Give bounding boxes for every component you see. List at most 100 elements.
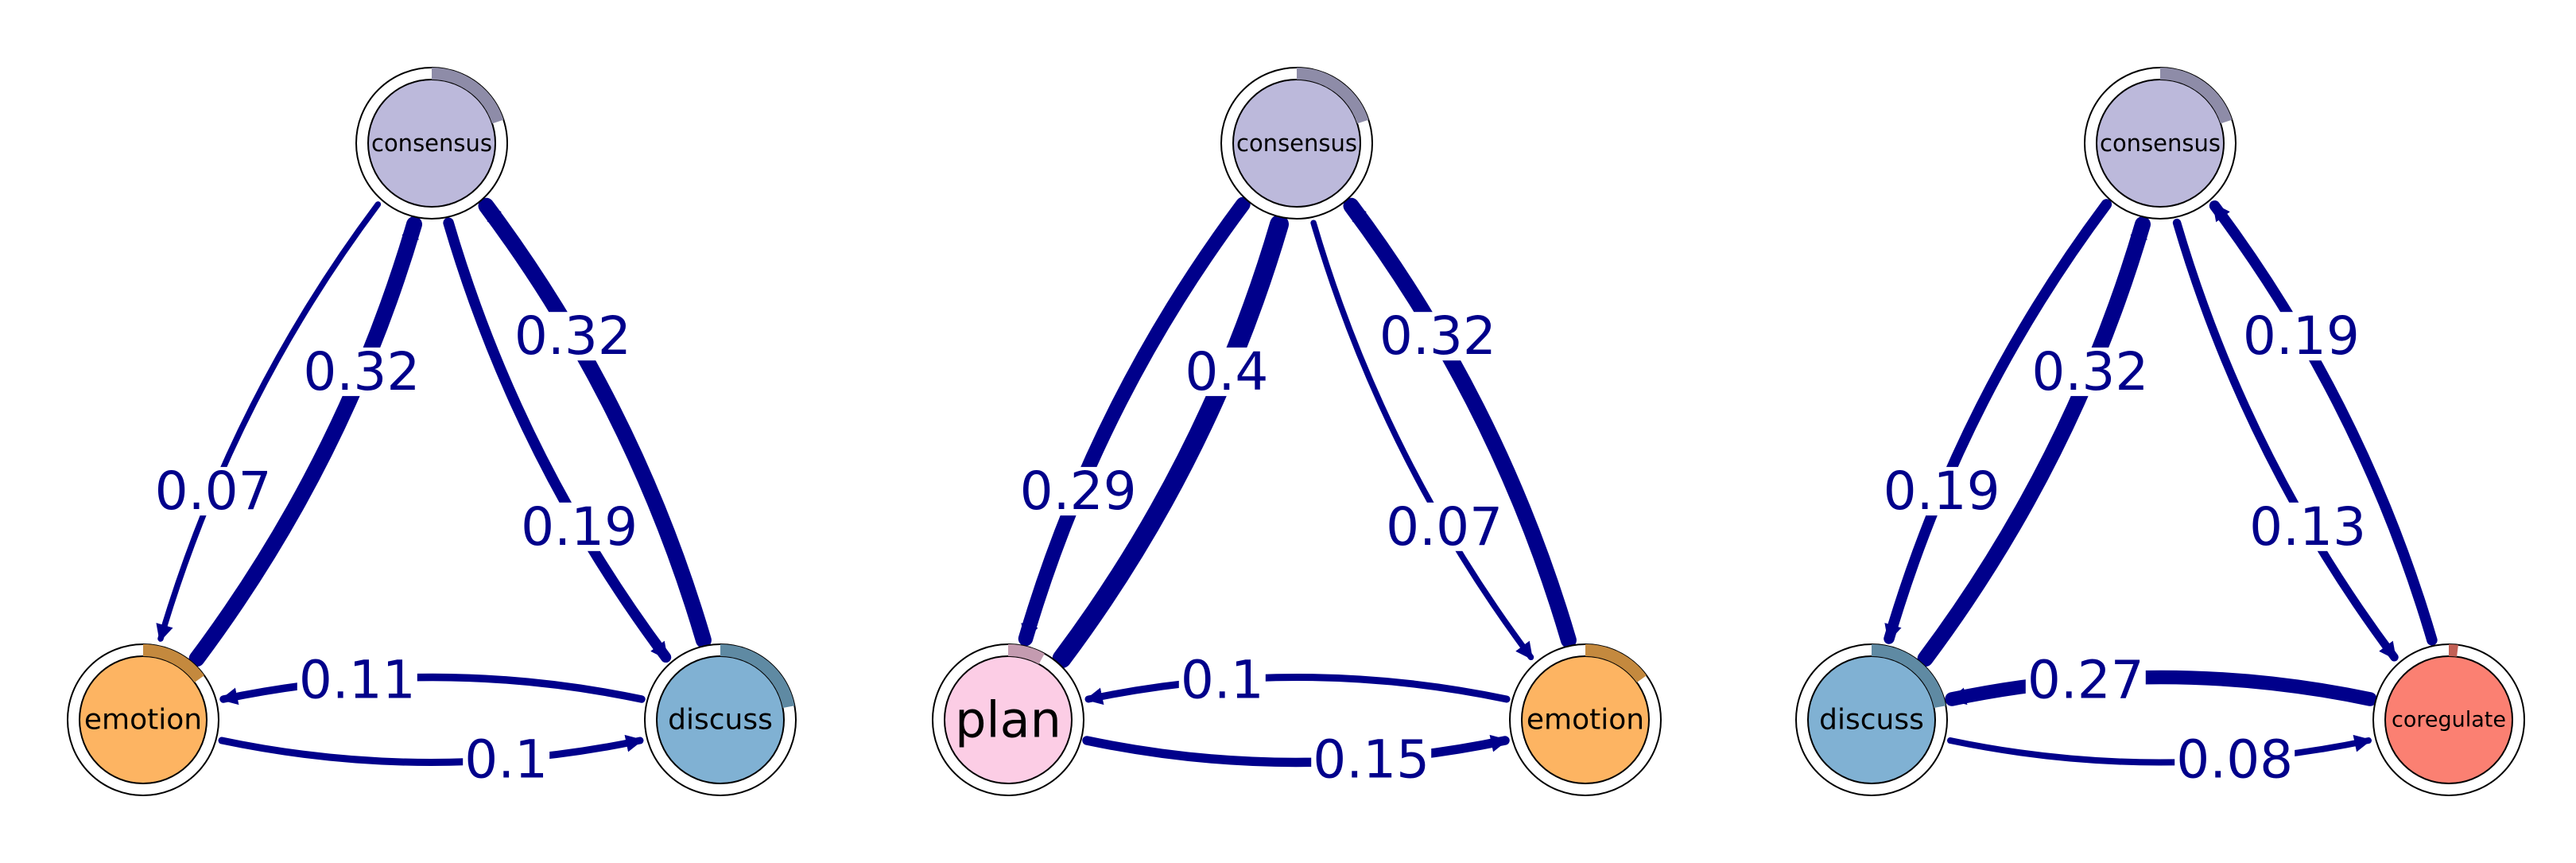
edge-label-group: 0.11 [297,650,417,711]
node-emotion: emotion [67,643,219,796]
edge-emotion-to-consensus [1343,197,1577,648]
edge-label-group: 0.13 [2248,496,2368,558]
edge-label-background [153,467,274,516]
node-proportion-arc [431,68,504,124]
edge-plan-to-consensus [1052,215,1289,669]
node-layer: consensus plan emotion [932,67,1662,796]
edge-label-coregulate-to-discuss: 0.27 [2027,650,2144,711]
edge-label-group: 0.19 [1881,461,2002,522]
edge-label-emotion-to-plan: 0.1 [1181,650,1264,711]
edge-layer [1018,196,1577,768]
node-coregulate: coregulate [2372,643,2525,796]
node-emotion: emotion [1509,643,1662,796]
edge-label-layer: 0.07 0.32 0.19 0.32 0.11 0.1 [153,305,640,790]
node-discuss: discuss [644,643,797,796]
edge-label-background [2030,347,2151,396]
node-label-consensus: consensus [1236,130,1357,157]
node-circle [944,655,1073,784]
node-circle [1807,655,1936,784]
edge-label-discuss-to-coregulate: 0.08 [2176,729,2293,790]
node-label-consensus: consensus [371,130,492,157]
edge-consensus-to-emotion [156,201,382,643]
edge-label-emotion-to-consensus: 0.32 [303,341,420,402]
edge-label-group: 0.32 [2030,341,2151,402]
edge-label-discuss-to-consensus: 0.32 [2031,341,2148,402]
edge-label-consensus-to-coregulate: 0.13 [2249,496,2366,558]
edge-discuss-to-emotion [219,673,646,706]
edge-consensus-to-plan [1018,196,1251,647]
edge-discuss-to-coregulate [1947,734,2372,766]
edge-label-background [2025,655,2146,705]
edge-consensus-to-emotion [1310,220,1534,661]
edge-label-group: 0.19 [2240,305,2361,367]
node-proportion-arc [1871,644,1946,709]
node-consensus: consensus [1220,67,1373,220]
edge-label-group: 0.1 [1178,650,1266,711]
node-plan: plan [932,643,1084,796]
edge-label-group: 0.29 [1018,461,1139,522]
edge-label-plan-to-emotion: 0.15 [1313,729,1430,790]
edge-layer [156,197,712,766]
node-label-emotion: emotion [1527,704,1644,737]
node-layer: consensus emotion discuss [67,67,797,796]
edge-label-background [1178,655,1266,705]
edge-label-discuss-to-emotion: 0.11 [299,650,416,711]
edge-label-coregulate-to-consensus: 0.19 [2243,305,2360,367]
edge-consensus-to-discuss [1884,199,2112,644]
edge-label-background [297,655,417,705]
edge-label-plan-to-consensus: 0.4 [1185,341,1268,402]
node-discuss: discuss [1795,643,1948,796]
edge-label-group: 0.32 [1377,305,1498,367]
node-label-discuss: discuss [1819,704,1924,737]
edge-consensus-to-coregulate [2172,218,2399,662]
node-proportion-arc [2159,68,2233,124]
edge-label-background [512,312,633,361]
node-label-coregulate: coregulate [2392,708,2506,733]
node-proportion-arc [1296,68,1369,124]
edge-label-background [1183,347,1271,396]
node-label-plan: plan [955,691,1061,749]
edge-label-background [1311,735,1432,784]
node-proportion-arc [142,644,204,683]
edge-emotion-to-plan [1084,674,1511,706]
node-proportion-arc [720,644,795,709]
edge-label-group: 0.19 [519,496,640,558]
edge-label-group: 0.1 [463,729,550,790]
edge-label-discuss-to-consensus: 0.32 [514,305,631,367]
edge-emotion-to-consensus [188,216,422,667]
edge-label-group: 0.27 [2025,650,2146,711]
edge-label-group: 0.07 [1384,496,1505,558]
edge-label-background [2174,735,2295,784]
edge-label-background [1881,467,2002,516]
edge-label-layer: 0.4 0.29 0.07 0.32 0.1 0.15 [1018,305,1505,790]
edge-label-group: 0.08 [2174,729,2295,790]
edge-emotion-to-discuss [218,734,644,766]
edge-label-background [463,735,550,784]
node-consensus: consensus [2084,67,2237,220]
node-proportion-arc [1585,644,1647,683]
edge-label-background [1018,467,1139,516]
edge-label-background [2248,502,2368,551]
edge-plan-to-emotion [1082,734,1510,768]
edge-label-group: 0.07 [153,461,274,522]
edge-label-group: 0.4 [1183,341,1271,402]
edge-label-consensus-to-discuss: 0.19 [521,496,638,558]
node-consensus: consensus [355,67,508,220]
edge-layer [1884,199,2438,766]
edge-label-consensus-to-discuss: 0.19 [1884,461,2000,522]
node-label-emotion: emotion [84,704,202,737]
edge-label-emotion-to-discuss: 0.1 [464,729,548,790]
edge-label-group: 0.32 [301,341,422,402]
edge-discuss-to-consensus [478,197,712,648]
edge-coregulate-to-consensus [2209,200,2438,646]
node-label-discuss: discuss [668,704,773,737]
edge-label-background [1384,502,1505,551]
edge-label-background [301,347,422,396]
edge-label-background [2240,312,2361,361]
edge-label-group: 0.15 [1311,729,1432,790]
edge-consensus-to-discuss [443,217,672,663]
